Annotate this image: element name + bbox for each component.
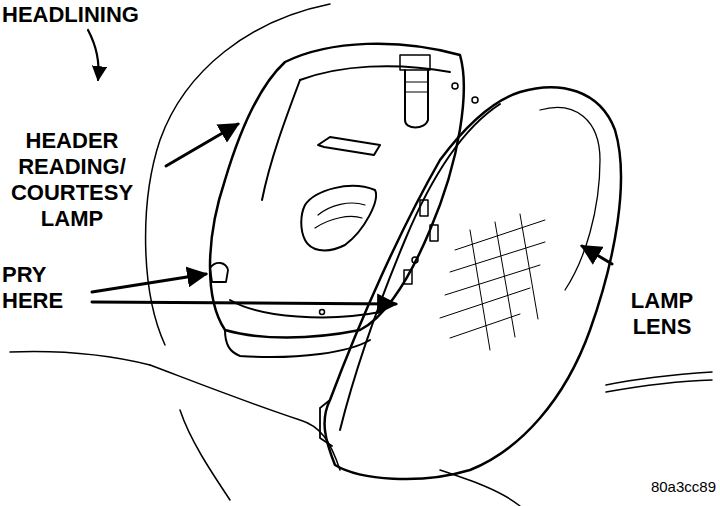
part-label: LAMP LENS [612,288,712,340]
figure-code: 80a3cc89 [606,478,716,496]
part-label: HEADLINING [2,2,202,28]
instruction-label: PRY HERE [2,262,92,314]
part-label: HEADER READING/ COURTESY LAMP [2,128,142,232]
